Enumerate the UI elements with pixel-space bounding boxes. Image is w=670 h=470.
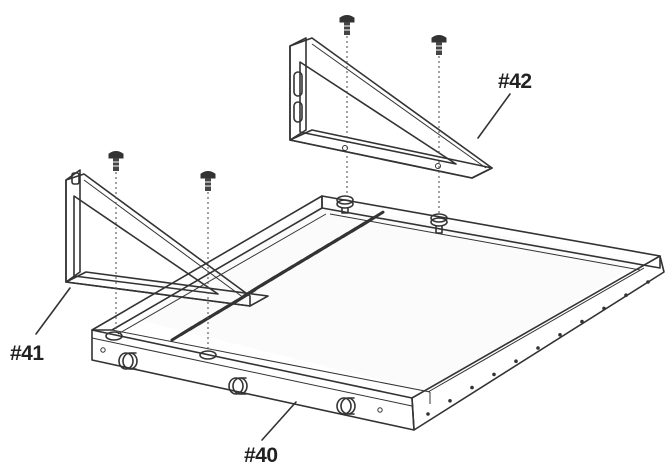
right-bracket-face	[289, 37, 307, 141]
side-hole	[448, 399, 452, 403]
side-hole	[624, 293, 628, 298]
leader-line-40	[261, 401, 297, 441]
side-hole	[580, 319, 584, 324]
left-bracket	[65, 169, 269, 307]
left-bracket-slot	[71, 172, 80, 185]
side-hole	[492, 372, 496, 377]
left-bracket-face	[65, 169, 81, 283]
standoff-icon	[336, 195, 354, 214]
side-hole	[602, 306, 606, 311]
screw-icon	[431, 35, 447, 55]
right-bracket-slot	[293, 71, 303, 97]
front-hole	[377, 407, 383, 413]
side-hole	[514, 359, 518, 364]
tray-base	[91, 195, 665, 431]
tray-front-wall	[91, 329, 415, 431]
screw-icon	[108, 151, 124, 171]
front-stud	[336, 397, 356, 415]
leader-line-42	[477, 93, 511, 139]
side-hole	[426, 412, 430, 416]
side-holes	[426, 280, 650, 416]
leader-line-41	[35, 287, 71, 335]
right-bracket-cutout	[299, 61, 457, 165]
vent-slots	[170, 210, 385, 342]
vent-slot-icon	[359, 210, 385, 228]
left-bracket-plate	[65, 173, 251, 307]
side-hole	[558, 333, 562, 337]
vent-slot-icon	[233, 288, 257, 304]
standoff-icon	[430, 213, 448, 234]
flange-hole	[435, 163, 441, 169]
tray-left-wall	[91, 195, 323, 331]
assembly-guides	[115, 36, 440, 350]
front-stud	[228, 377, 248, 395]
right-bracket-plate	[289, 37, 493, 179]
side-hole	[646, 280, 650, 284]
screw-icon	[339, 15, 355, 35]
right-bracket-flange	[289, 129, 493, 179]
screw-icon	[200, 171, 216, 191]
front-stud	[118, 352, 138, 370]
right-bracket-slot	[293, 101, 303, 123]
standoff-icon	[199, 350, 217, 360]
standoff-icon	[105, 331, 123, 341]
right-bracket	[289, 37, 493, 179]
callout-42: #42	[498, 70, 532, 93]
callout-41: #41	[10, 342, 44, 365]
left-bracket-cutout	[73, 195, 219, 295]
front-hole	[100, 347, 106, 353]
side-hole	[536, 346, 540, 350]
side-hole	[470, 385, 474, 390]
callout-40: #40	[244, 444, 278, 467]
